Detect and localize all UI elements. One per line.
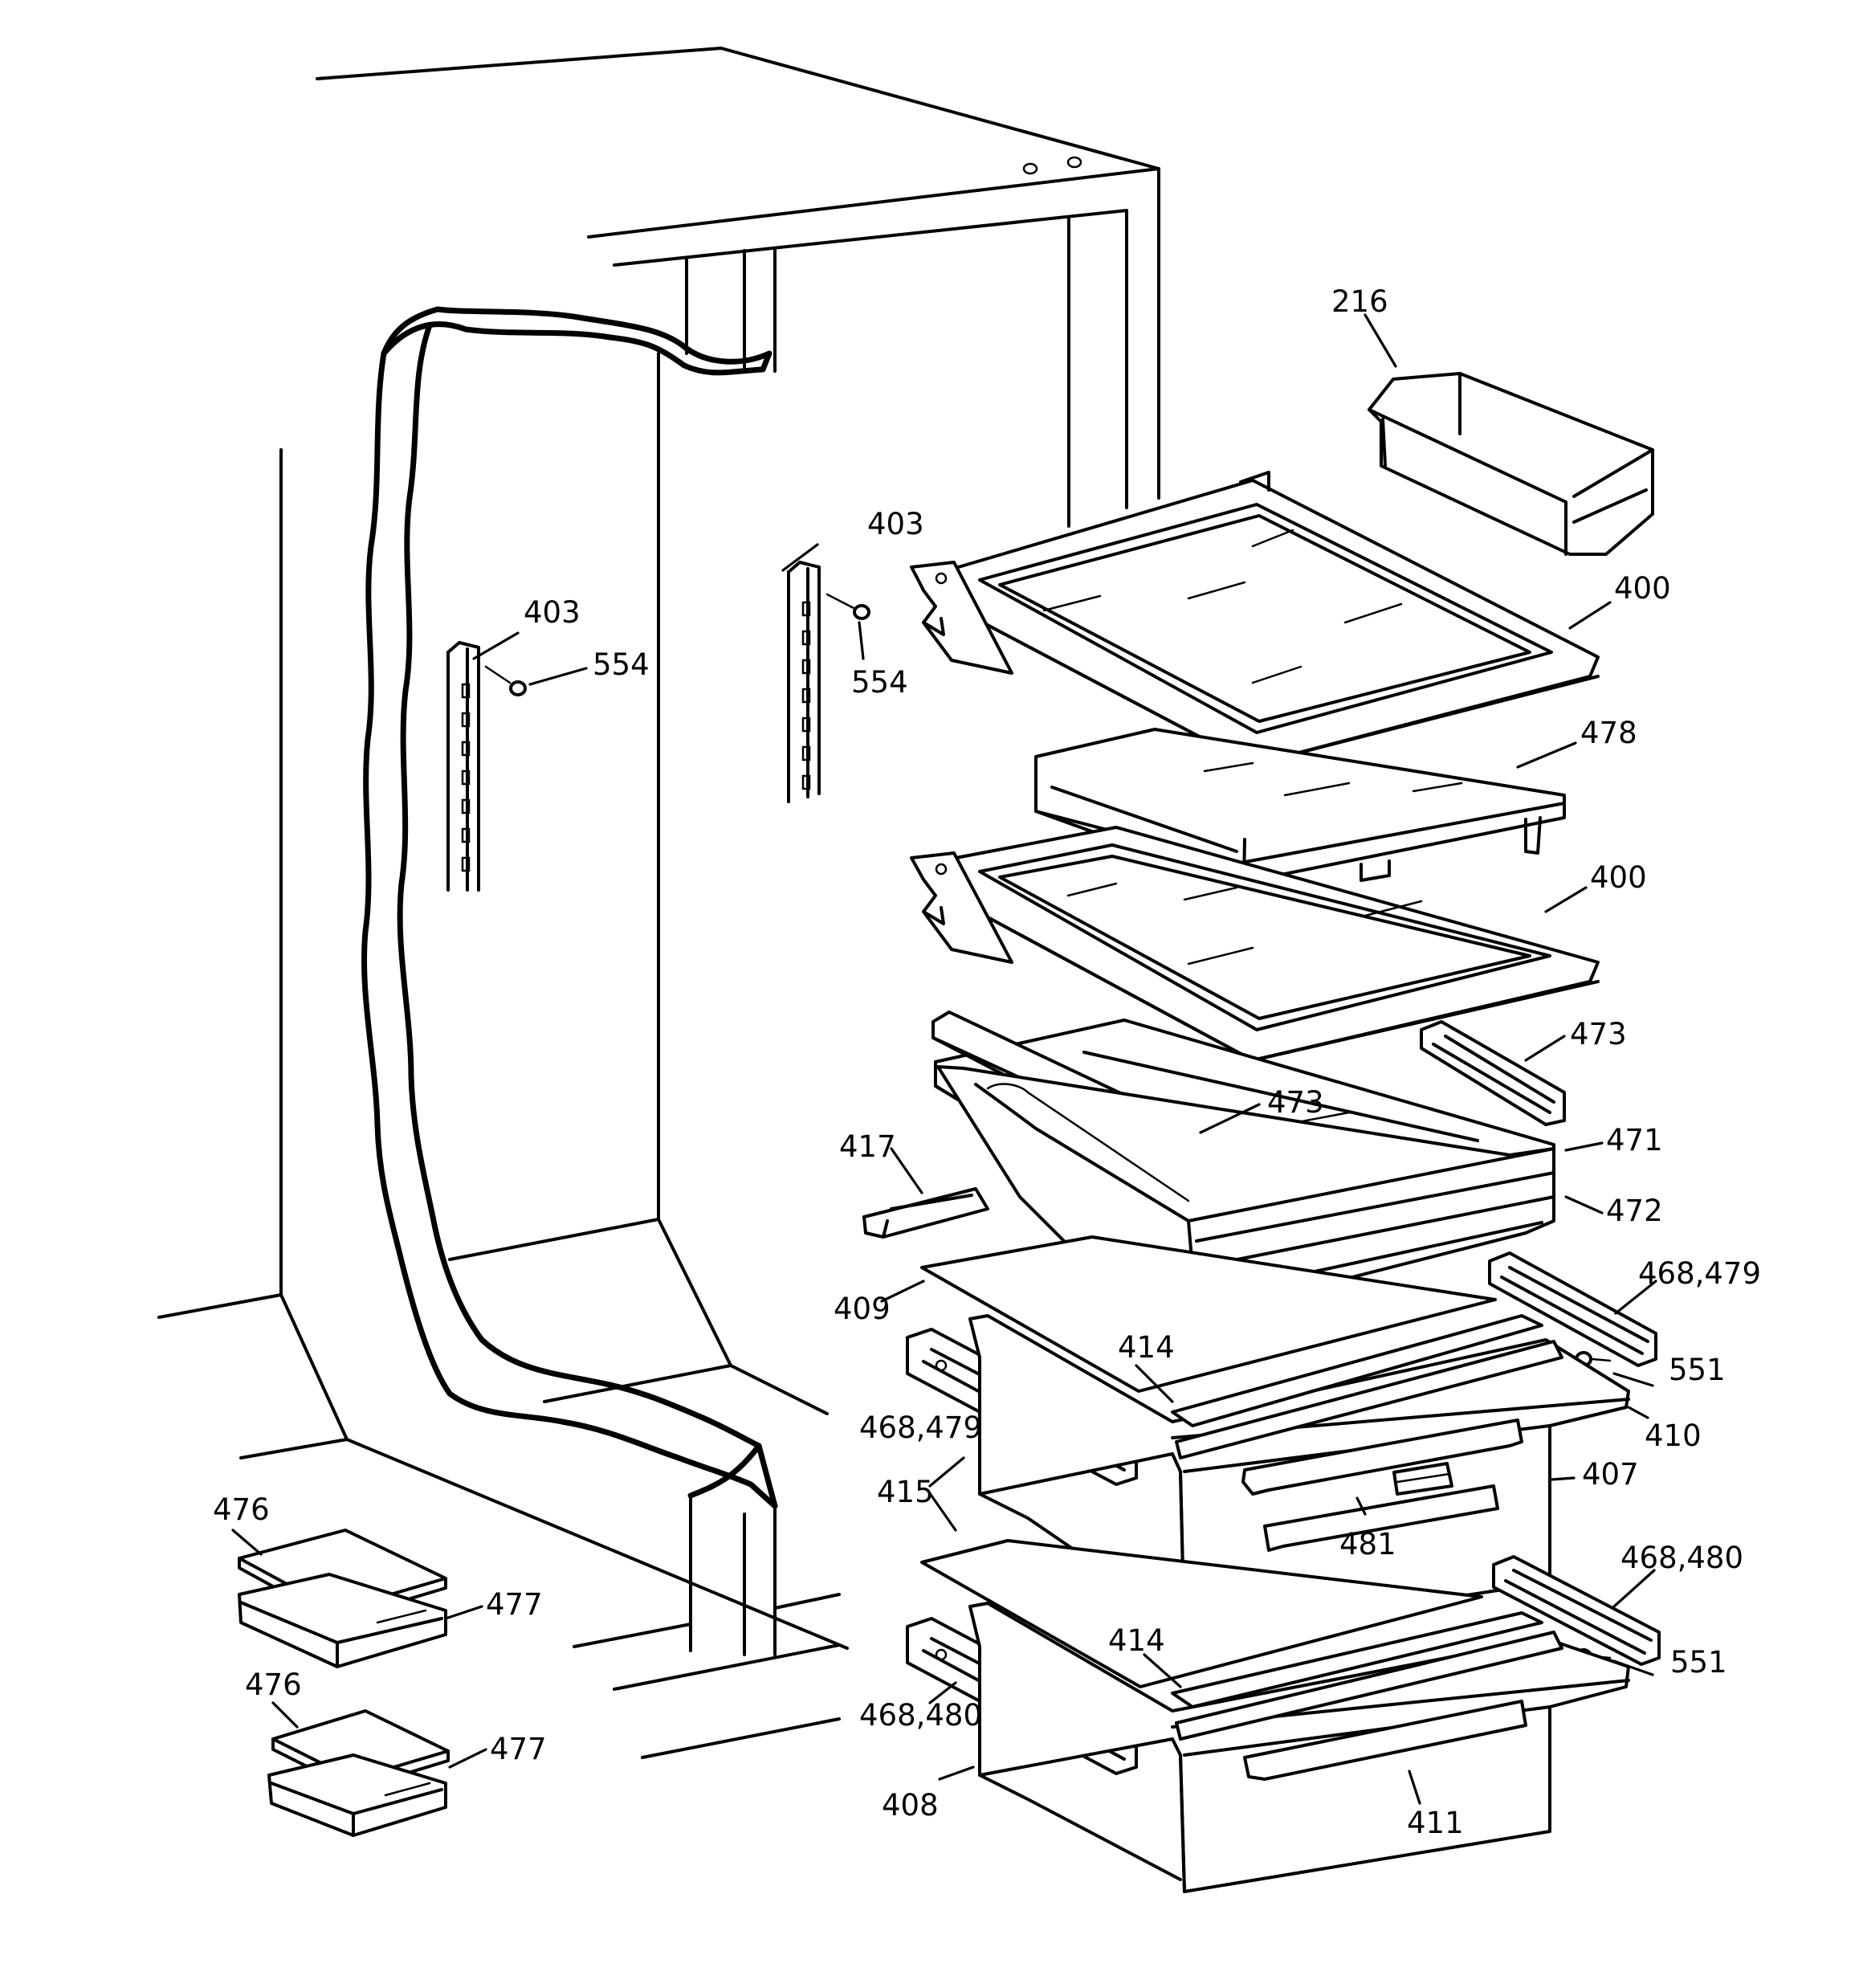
part-414-upper-bar — [1171, 1314, 1563, 1459]
callout-471: 471 — [1606, 1123, 1663, 1157]
part-417-rail — [862, 1187, 989, 1239]
callout-409: 409 — [834, 1292, 891, 1326]
callout-473-right: 473 — [1570, 1017, 1627, 1051]
callout-415: 415 — [877, 1475, 934, 1509]
callout-407: 407 — [1582, 1457, 1639, 1492]
callout-477-lower: 477 — [490, 1732, 547, 1766]
part-409-glass-cover — [920, 1235, 1497, 1393]
shelf-ladder-right — [787, 561, 821, 803]
callout-472: 472 — [1606, 1194, 1663, 1228]
callout-554-right: 554 — [851, 665, 908, 700]
callout-468-480-right: 468,480 — [1620, 1541, 1743, 1575]
callout-551-lower: 551 — [1670, 1645, 1727, 1680]
part-408-vegetable-pan — [968, 1602, 1630, 1893]
part-400-upper-shelf — [910, 471, 1600, 766]
callout-468-480-left: 468,480 — [859, 1698, 982, 1733]
screw-icon — [484, 593, 870, 696]
callout-labels: 216 400 478 400 473 473 471 472 417 409 … — [213, 284, 1761, 1840]
callout-468-479-right: 468,479 — [1638, 1256, 1761, 1291]
callout-476-lower: 476 — [245, 1668, 302, 1702]
callout-554-left: 554 — [593, 647, 650, 682]
callout-473-front: 473 — [1267, 1085, 1324, 1120]
callout-400-lower: 400 — [1590, 860, 1647, 895]
callout-478: 478 — [1580, 716, 1637, 750]
part-473-right-bar — [1420, 1020, 1566, 1126]
callout-400-upper: 400 — [1614, 571, 1671, 606]
callout-476-upper: 476 — [213, 1492, 270, 1527]
callout-414-upper: 414 — [1118, 1330, 1175, 1365]
callout-481: 481 — [1339, 1527, 1396, 1561]
callout-417: 417 — [839, 1129, 896, 1164]
callout-411: 411 — [1407, 1806, 1464, 1840]
part-414-lower-bar — [1171, 1611, 1563, 1741]
leader-lines — [231, 313, 1657, 1805]
part-415-glass-cover — [920, 1539, 1483, 1688]
callout-408: 408 — [882, 1788, 939, 1823]
callout-468-479-left: 468,479 — [859, 1410, 982, 1445]
part-216-bin — [1368, 372, 1654, 556]
callout-216: 216 — [1331, 284, 1388, 319]
callout-414-lower: 414 — [1108, 1623, 1165, 1658]
callout-403-right: 403 — [867, 507, 924, 541]
shelf-ladder-left — [446, 641, 480, 892]
callout-551-upper: 551 — [1669, 1353, 1726, 1387]
callout-410: 410 — [1645, 1419, 1702, 1453]
part-476-477-upper-tray — [238, 1529, 447, 1668]
part-476-477-lower-tray — [267, 1709, 450, 1837]
callout-403-left: 403 — [524, 595, 581, 630]
refrigerator-cabinet — [157, 47, 1160, 1759]
callout-477-upper: 477 — [486, 1587, 543, 1622]
